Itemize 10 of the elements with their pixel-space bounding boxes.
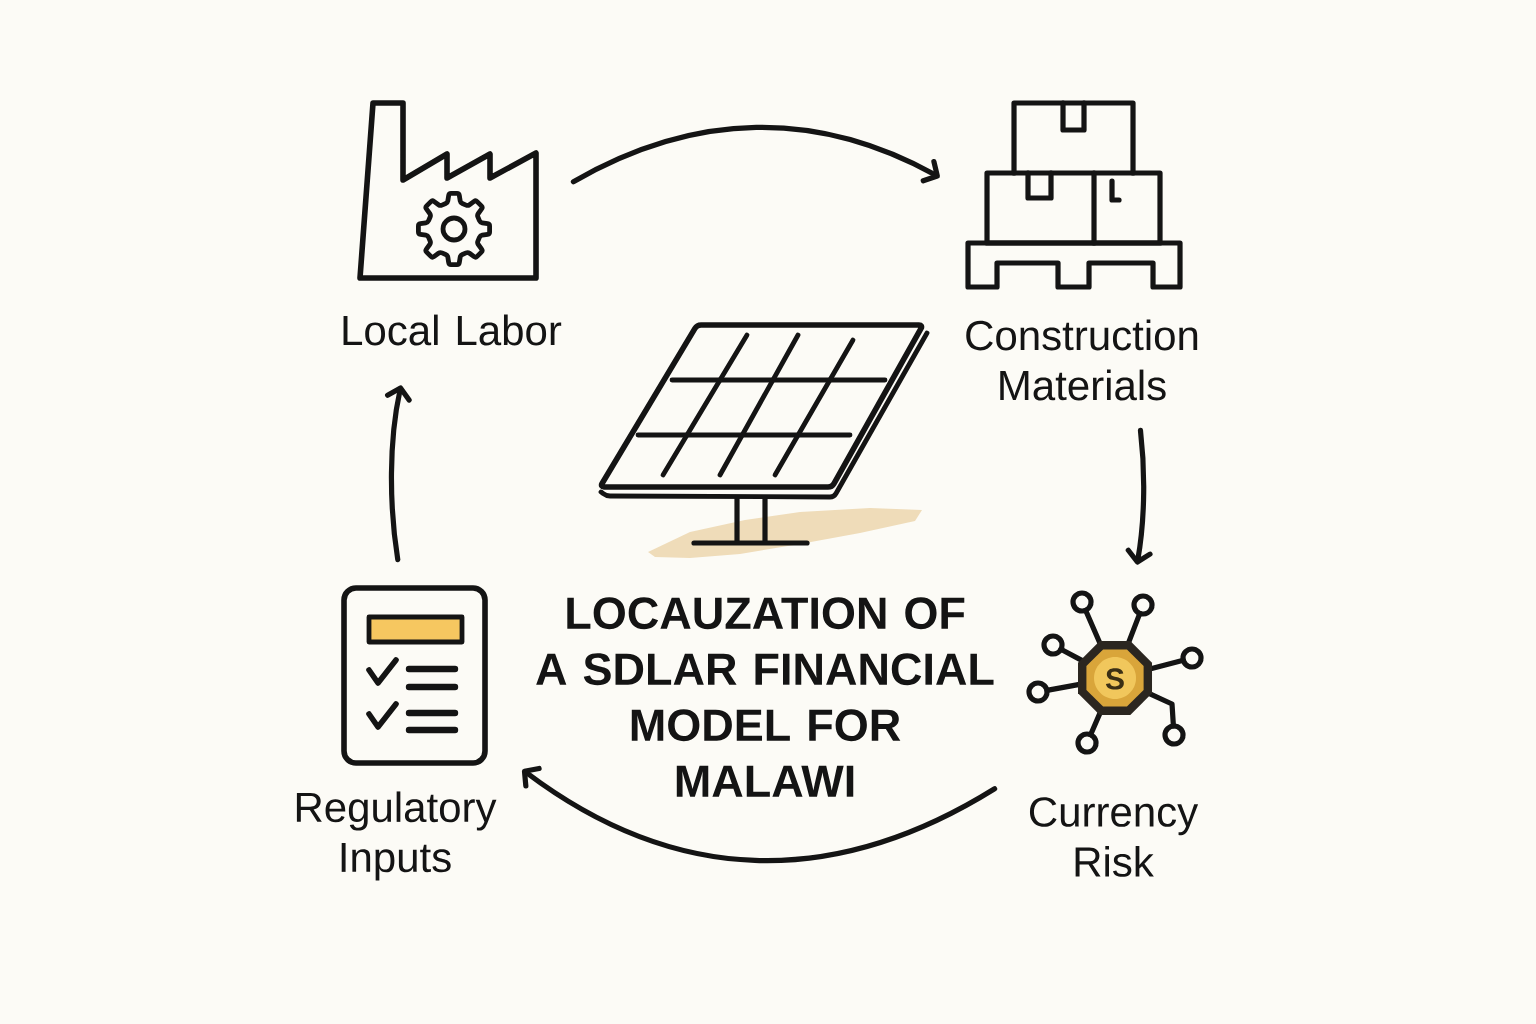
arrow xyxy=(521,765,998,864)
node-label: Construction Materials xyxy=(966,319,1198,401)
arrow xyxy=(385,385,412,563)
node-label: Regulatory Inputs xyxy=(296,791,497,881)
title: LOCAUZATION OF A SDLAR FINANCIAL MODEL FOR MALAWI xyxy=(536,597,994,797)
arrow xyxy=(570,124,940,185)
arrow xyxy=(1125,427,1153,565)
node-label: Currency Risk xyxy=(1029,797,1199,877)
coin-badge: S xyxy=(1078,641,1152,715)
node-label: Local Labor xyxy=(343,314,562,346)
